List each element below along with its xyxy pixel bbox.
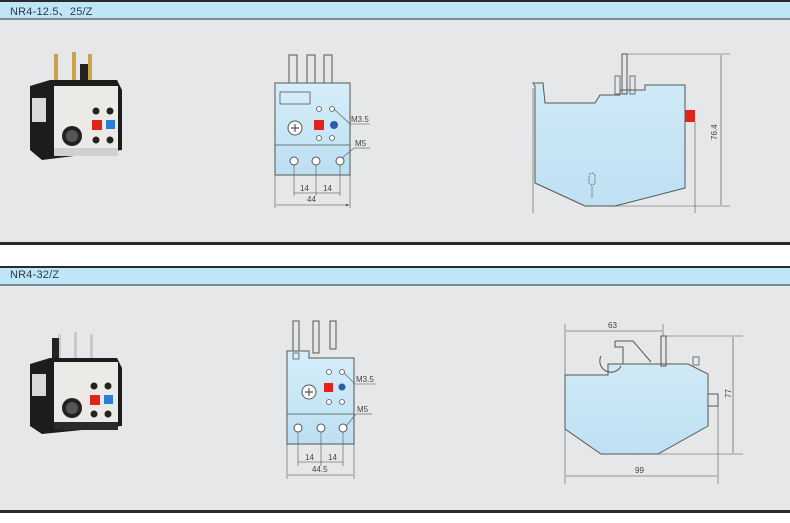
divider-bottom: [0, 510, 790, 513]
test-button-icon: [330, 121, 338, 129]
dim-pitch-left: 14: [300, 184, 309, 193]
relay-side-outline: [532, 82, 686, 207]
section-body: M3.5 M5 14 14 44.5: [0, 286, 790, 510]
divider-bottom: [0, 242, 790, 245]
section-body: M3.5 M5 14 14 44: [0, 20, 790, 242]
divider-top: [0, 0, 790, 2]
dim-pitch-left: 14: [305, 453, 314, 462]
dim-width: 44.5: [312, 465, 328, 474]
reset-button-icon: [324, 383, 333, 392]
screw-label-m3-5: M3.5: [351, 115, 369, 124]
screw-label-m3-5: M3.5: [356, 375, 374, 384]
test-button-icon: [338, 383, 346, 391]
section-title: NR4-12.5、25/Z: [10, 6, 93, 18]
side-view-drawing: 76.4 94: [532, 53, 730, 213]
section-header: NR4-12.5、25/Z: [0, 2, 790, 20]
dim-height: 76.4: [710, 124, 719, 140]
dim-offset: 63: [608, 321, 617, 330]
product-section-nr4-32: NR4-32/Z: [0, 266, 790, 514]
reset-button-icon: [314, 120, 324, 130]
dim-pitch-right: 14: [328, 453, 337, 462]
reset-button-outline: [707, 393, 719, 407]
screw-label-m5: M5: [355, 139, 367, 148]
section-header: NR4-32/Z: [0, 268, 790, 286]
side-view-drawing: 77 63 99: [564, 321, 743, 484]
dim-width: 44: [307, 195, 316, 204]
front-view-drawing: M3.5 M5 14 14 44.5: [286, 320, 376, 479]
product-photo: [30, 332, 122, 434]
relay-illustration: [30, 332, 122, 434]
dim-depth: 99: [635, 466, 644, 475]
section-title: NR4-32/Z: [10, 269, 60, 281]
product-photo: [30, 52, 122, 160]
screw-label-m5: M5: [357, 405, 369, 414]
front-view-drawing: M3.5 M5 14 14 44: [274, 54, 370, 208]
divider-top: [0, 266, 790, 268]
dim-pitch-right: 14: [323, 184, 332, 193]
relay-side-outline: [564, 363, 709, 455]
dim-height: 77: [724, 389, 733, 398]
product-section-nr4-12-5-25: NR4-12.5、25/Z: [0, 0, 790, 246]
reset-button-icon: [685, 110, 695, 122]
relay-illustration: [30, 52, 122, 160]
